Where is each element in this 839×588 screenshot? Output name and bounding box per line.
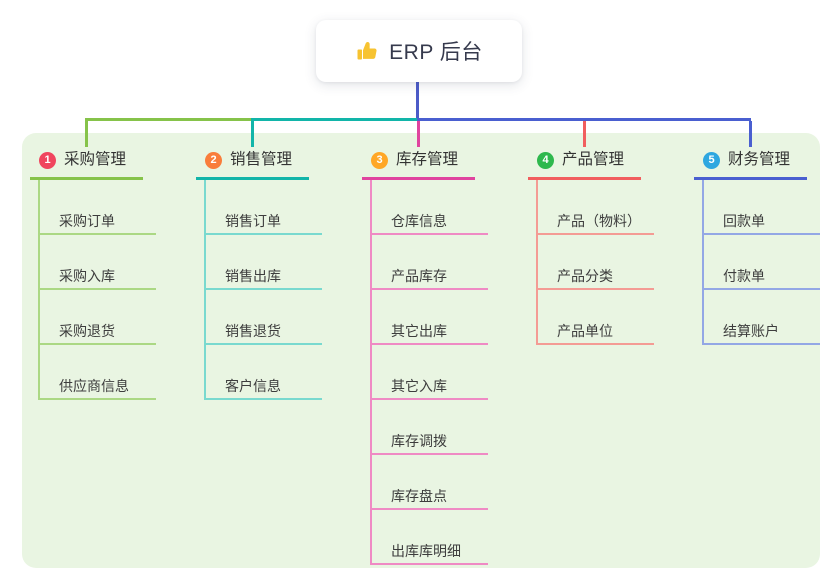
branch-children: 销售订单销售出库销售退货客户信息 bbox=[204, 180, 360, 400]
child-node[interactable]: 其它入库 bbox=[372, 345, 488, 400]
branch-drop-5 bbox=[749, 121, 752, 147]
child-node[interactable]: 销售出库 bbox=[206, 235, 322, 290]
branch-children: 产品（物料）产品分类产品单位 bbox=[536, 180, 692, 345]
branch-column-3: 3 库存管理仓库信息产品库存其它出库其它入库库存调拨库存盘点出库库明细 bbox=[362, 148, 526, 565]
child-node[interactable]: 库存盘点 bbox=[372, 455, 488, 510]
branch-number-badge: 3 bbox=[371, 151, 388, 169]
branch-node-label: 销售管理 bbox=[230, 151, 293, 168]
child-node[interactable]: 销售订单 bbox=[206, 180, 322, 235]
branches-panel bbox=[22, 133, 820, 568]
child-node[interactable]: 采购订单 bbox=[40, 180, 156, 235]
root-connector-stem bbox=[416, 82, 419, 121]
branch-drop-1 bbox=[85, 121, 88, 147]
child-node[interactable]: 产品库存 bbox=[372, 235, 488, 290]
branch-node-2[interactable]: 2 销售管理 bbox=[196, 148, 309, 180]
root-node[interactable]: ERP 后台 bbox=[316, 20, 522, 82]
branch-column-1: 1 采购管理采购订单采购入库采购退货供应商信息 bbox=[30, 148, 194, 400]
branch-node-3[interactable]: 3 库存管理 bbox=[362, 148, 475, 180]
child-node[interactable]: 库存调拨 bbox=[372, 400, 488, 455]
branch-drop-4 bbox=[583, 121, 586, 147]
bus-segment-1 bbox=[85, 118, 253, 121]
child-node[interactable]: 仓库信息 bbox=[372, 180, 488, 235]
branch-node-1[interactable]: 1 采购管理 bbox=[30, 148, 143, 180]
branch-children: 采购订单采购入库采购退货供应商信息 bbox=[38, 180, 194, 400]
branch-drop-3 bbox=[417, 121, 420, 147]
branch-node-4[interactable]: 4 产品管理 bbox=[528, 148, 641, 180]
branch-number-badge: 2 bbox=[205, 151, 222, 169]
branch-drop-2 bbox=[251, 121, 254, 147]
child-node[interactable]: 采购退货 bbox=[40, 290, 156, 345]
bus-segment-3 bbox=[417, 118, 751, 121]
child-node[interactable]: 产品单位 bbox=[538, 290, 654, 345]
child-node[interactable]: 客户信息 bbox=[206, 345, 322, 400]
branch-node-label: 库存管理 bbox=[396, 151, 459, 168]
child-node[interactable]: 销售退货 bbox=[206, 290, 322, 345]
branch-node-5[interactable]: 5 财务管理 bbox=[694, 148, 807, 180]
branch-column-5: 5 财务管理回款单付款单结算账户 bbox=[694, 148, 839, 345]
child-node[interactable]: 产品（物料） bbox=[538, 180, 654, 235]
child-node[interactable]: 结算账户 bbox=[704, 290, 820, 345]
branch-number-badge: 4 bbox=[537, 151, 554, 169]
thumbs-up-icon bbox=[355, 39, 379, 63]
branch-number-badge: 5 bbox=[703, 151, 720, 169]
root-node-label: ERP 后台 bbox=[389, 41, 483, 64]
branch-children: 仓库信息产品库存其它出库其它入库库存调拨库存盘点出库库明细 bbox=[370, 180, 526, 565]
branch-node-label: 产品管理 bbox=[562, 151, 625, 168]
branch-column-4: 4 产品管理产品（物料）产品分类产品单位 bbox=[528, 148, 692, 345]
child-node[interactable]: 付款单 bbox=[704, 235, 820, 290]
child-node[interactable]: 出库库明细 bbox=[372, 510, 488, 565]
child-node[interactable]: 供应商信息 bbox=[40, 345, 156, 400]
child-node[interactable]: 采购入库 bbox=[40, 235, 156, 290]
child-node[interactable]: 其它出库 bbox=[372, 290, 488, 345]
branch-children: 回款单付款单结算账户 bbox=[702, 180, 839, 345]
child-node[interactable]: 回款单 bbox=[704, 180, 820, 235]
branch-node-label: 采购管理 bbox=[64, 151, 127, 168]
child-node[interactable]: 产品分类 bbox=[538, 235, 654, 290]
branch-column-2: 2 销售管理销售订单销售出库销售退货客户信息 bbox=[196, 148, 360, 400]
branch-node-label: 财务管理 bbox=[728, 151, 791, 168]
branch-number-badge: 1 bbox=[39, 151, 56, 169]
bus-segment-2 bbox=[251, 118, 419, 121]
